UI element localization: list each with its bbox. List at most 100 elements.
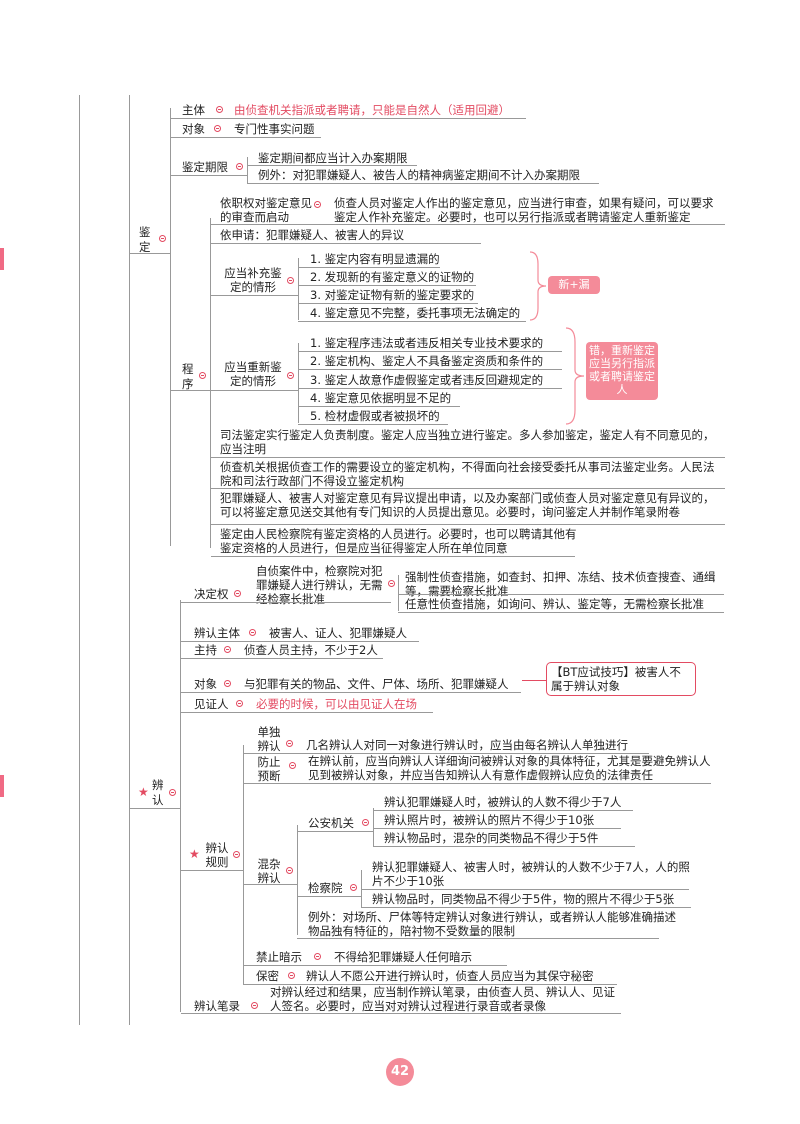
collapse-icon[interactable] — [236, 163, 243, 170]
branch-line — [298, 258, 299, 320]
collapse-icon[interactable] — [288, 972, 295, 979]
bianren-dandu-text: 几名辨认人对同一对象进行辨认时，应当由每名辨认人单独进行 — [306, 738, 628, 752]
collapse-icon[interactable] — [286, 867, 293, 874]
jianding-note: 鉴定由人民检察院有鉴定资格的人员进行。必要时，也可以聘请其他有鉴定资格的人员进行… — [220, 527, 577, 555]
bianren-liwai: 例外：对场所、尸体等特定辨认对象进行辨认，或者辨认人能够准确描述物品独有特征的，… — [308, 910, 676, 938]
jianding-note: 侦查机关根据侦查工作的需要设立的鉴定机构，不得面向社会接受委托从事司法鉴定业务。… — [220, 460, 715, 488]
collapse-icon[interactable] — [159, 235, 166, 242]
collapse-icon[interactable] — [169, 789, 176, 796]
row-underline — [181, 602, 391, 603]
row-underline — [247, 183, 599, 184]
bianren-jianzheng-text: 必要的时候，可以由见证人在场 — [256, 697, 417, 711]
jianding-branch-line — [170, 108, 171, 546]
collapse-icon[interactable] — [350, 884, 357, 891]
row-underline — [297, 831, 373, 832]
row-underline — [181, 870, 243, 871]
jianding-chongxin-label: 应当重新鉴定的情形 — [224, 360, 282, 388]
collapse-icon[interactable] — [388, 580, 395, 587]
row-underline — [373, 846, 635, 847]
row-underline — [181, 658, 383, 659]
collapse-icon[interactable] — [214, 125, 221, 132]
row-underline — [211, 224, 725, 225]
jianding-zhuti-label: 主体 — [182, 103, 205, 117]
star-icon: ★ — [138, 785, 149, 799]
row-underline — [181, 1013, 621, 1014]
jianding-title: 鉴定 — [139, 225, 151, 254]
row-underline — [298, 369, 562, 370]
bianren-baomi-text: 辨认人不愿公开进行辨认时，侦查人员应当为其保守秘密 — [306, 969, 594, 983]
chongxin-item: 4. 鉴定意见依据明显不足的 — [310, 391, 452, 405]
row-underline — [243, 965, 507, 966]
bianren-title: 辨认 — [152, 778, 164, 807]
gongan-item: 辨认物品时，混杂的同类物品不得少于5件 — [384, 831, 599, 845]
row-underline — [247, 165, 417, 166]
row-underline — [298, 406, 460, 407]
collapse-icon[interactable] — [234, 590, 241, 597]
row-underline — [298, 303, 478, 304]
row-underline — [243, 753, 649, 754]
chongxin-item: 5. 检材虚假或者被损坏的 — [310, 409, 440, 423]
bianren-juedingquan-label: 决定权 — [194, 587, 229, 601]
collapse-icon[interactable] — [314, 953, 321, 960]
bianren-jinzhi-label: 禁止暗示 — [256, 950, 302, 964]
bianren-duixiang-text: 与犯罪有关的物品、文件、尸体、场所、犯罪嫌疑人 — [244, 677, 509, 691]
collapse-icon[interactable] — [224, 646, 231, 653]
row-underline — [211, 488, 725, 489]
jianchayuan-item: 辨认物品时，同类物品不得少于5件，物的照片不得少于5张 — [372, 892, 675, 906]
row-underline — [298, 388, 562, 389]
row-underline — [211, 556, 575, 557]
edge-mark-top — [0, 248, 4, 270]
collapse-icon[interactable] — [314, 201, 321, 208]
row-underline — [243, 984, 617, 985]
jianding-qixian-item: 鉴定期间都应当计入办案期限 — [258, 151, 408, 165]
row-underline — [243, 884, 297, 885]
bianren-gongan-label: 公安机关 — [308, 816, 354, 830]
edge-mark-bottom — [0, 775, 4, 797]
row-underline — [181, 692, 521, 693]
collapse-icon[interactable] — [236, 700, 243, 707]
row-underline — [398, 612, 724, 613]
collapse-icon[interactable] — [286, 740, 293, 747]
bianren-baomi-label: 保密 — [256, 969, 279, 983]
collapse-icon[interactable] — [216, 106, 223, 113]
collapse-icon[interactable] — [362, 819, 369, 826]
bianren-zhuti-label: 辨认主体 — [194, 626, 240, 640]
branch-line — [373, 808, 374, 846]
collapse-icon[interactable] — [233, 851, 240, 858]
row-underline — [130, 808, 180, 809]
jianding-note: 司法鉴定实行鉴定人负责制度。鉴定人应当独立进行鉴定。多人参加鉴定，鉴定人有不同意… — [220, 428, 715, 456]
collapse-icon[interactable] — [287, 277, 294, 284]
buchong-item: 4. 鉴定意见不完整，委托事项无法确定的 — [310, 306, 521, 320]
bianren-bilu-label: 辨认笔录 — [194, 999, 240, 1013]
row-underline — [211, 243, 481, 244]
row-underline — [298, 351, 562, 352]
row-underline — [361, 889, 689, 890]
collapse-icon[interactable] — [287, 372, 294, 379]
page-margin-line — [79, 95, 80, 1025]
bianren-bilu-text: 对辨认经过和结果，应当制作辨认笔录，由侦查人员、辨认人、见证人签名。必要时，应当… — [270, 985, 615, 1013]
jianding-zhuti-text: 由侦查机关指派或者聘请，只能是自然人（适用回避） — [234, 103, 510, 117]
collapse-icon[interactable] — [224, 680, 231, 687]
buchong-brace — [529, 251, 547, 321]
jianding-duixiang-label: 对象 — [182, 122, 205, 136]
chongxin-badge: 错，重新鉴定应当另行指派或者聘请鉴定人 — [586, 342, 658, 400]
buchong-item: 1. 鉴定内容有明显遗漏的 — [310, 252, 440, 266]
row-underline — [211, 457, 725, 458]
guize-branch-line — [243, 745, 244, 985]
collapse-icon[interactable] — [251, 1002, 258, 1009]
bianren-zhuchi-label: 主持 — [194, 643, 217, 657]
bianren-dandu-label: 单独辨认 — [257, 725, 281, 753]
row-underline — [298, 285, 476, 286]
collapse-icon[interactable] — [289, 762, 296, 769]
bianren-zhuti-text: 被害人、证人、犯罪嫌疑人 — [269, 626, 407, 640]
gongan-item: 辨认照片时，被辨认的照片不得少于10张 — [384, 813, 595, 827]
collapse-icon[interactable] — [249, 629, 256, 636]
chongxin-item: 1. 鉴定程序违法或者违反相关专业技术要求的 — [310, 336, 544, 350]
bianren-hunza-label: 混杂辨认 — [257, 857, 281, 885]
bianren-jinzhi-text: 不得给犯罪嫌疑人任何暗示 — [334, 950, 472, 964]
collapse-icon[interactable] — [199, 372, 206, 379]
buchong-item: 2. 发现新的有鉴定意义的证物的 — [310, 270, 475, 284]
jianchayuan-item: 辨认犯罪嫌疑人、被害人时，被辨认的人数不少于7人，人的照片不少于10张 — [372, 860, 690, 888]
row-underline — [181, 641, 419, 642]
jianding-yishenqing: 依申请：犯罪嫌疑人、被害人的异议 — [220, 228, 404, 242]
